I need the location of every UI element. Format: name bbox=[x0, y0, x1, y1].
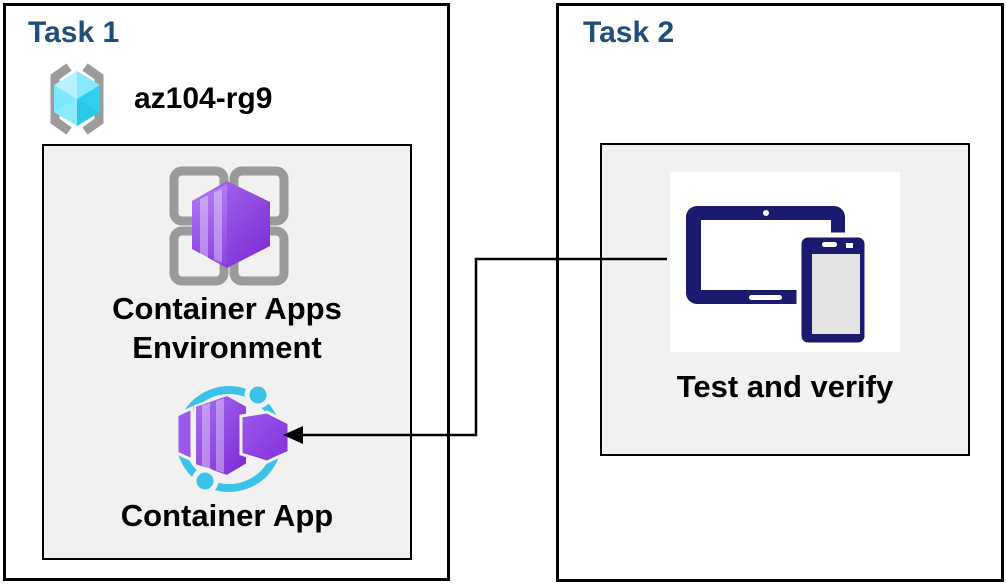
test-and-verify-label: Test and verify bbox=[676, 369, 894, 404]
container-app-label: Container App bbox=[120, 498, 334, 533]
task2-box: Task 2 Test and verify bbox=[556, 3, 1004, 582]
task1-inner-box: Container Apps Environment bbox=[42, 144, 412, 560]
container-app-icon bbox=[175, 382, 291, 494]
resource-group-icon bbox=[50, 63, 104, 135]
container-apps-environment-icon bbox=[169, 166, 289, 286]
container-apps-environment-label: Container Apps Environment bbox=[44, 289, 410, 367]
task1-box: Task 1 az104-rg9 bbox=[3, 3, 450, 581]
task1-title: Task 1 bbox=[28, 16, 120, 49]
task2-inner-box: Test and verify bbox=[600, 143, 970, 456]
devices-icon-plate bbox=[670, 172, 900, 352]
resource-group-name: az104-rg9 bbox=[134, 82, 273, 115]
environment-label-line1: Container Apps bbox=[112, 291, 342, 326]
environment-label-line2: Environment bbox=[132, 330, 322, 365]
tablet-phone-icon bbox=[686, 206, 870, 348]
task2-title: Task 2 bbox=[583, 16, 675, 49]
